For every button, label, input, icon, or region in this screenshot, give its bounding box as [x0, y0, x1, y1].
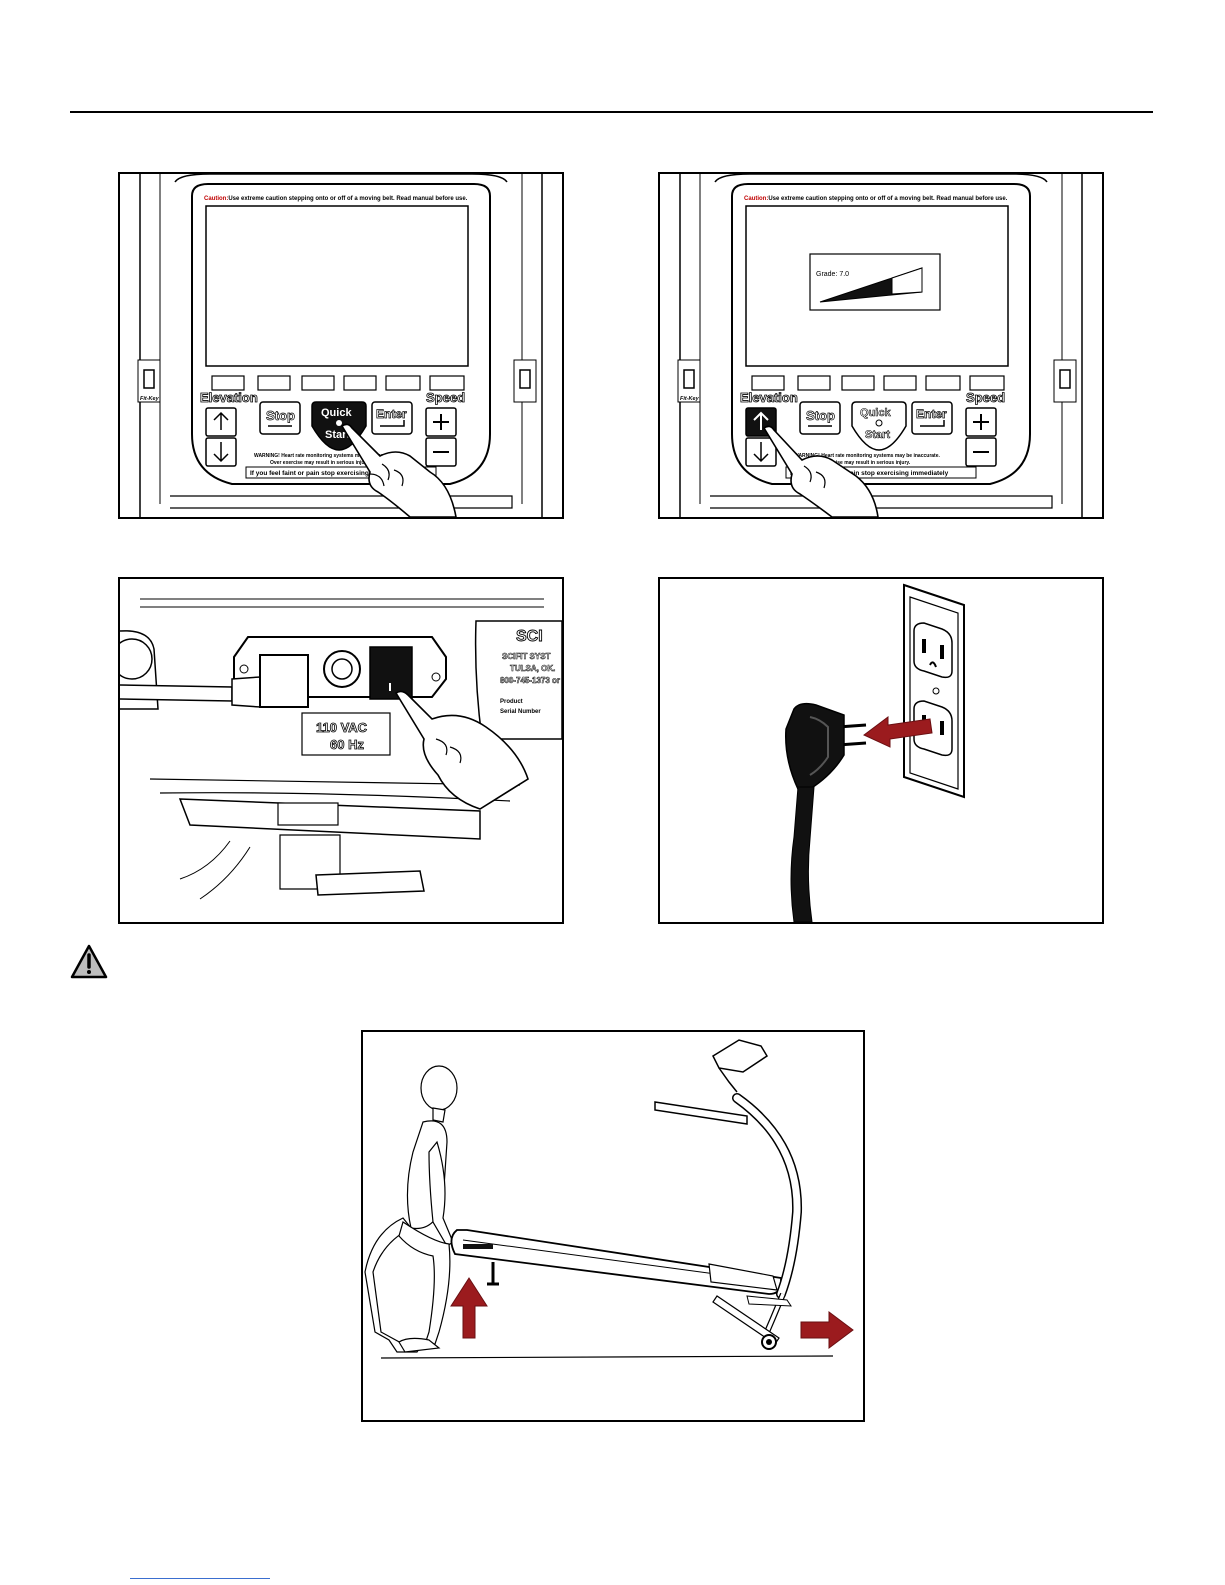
- power-plug: [785, 702, 845, 790]
- pointing-hand: [340, 423, 457, 517]
- quick-label: Quick: [860, 407, 891, 419]
- footer-link-rule: [130, 1578, 270, 1579]
- header-rule: [70, 111, 1153, 113]
- speed-label: Speed: [966, 390, 1005, 405]
- figure-console-quick-start: Caution:Use extreme caution stepping ont…: [118, 172, 564, 519]
- console-footer-text: If you feel faint or pain stop exercisin…: [790, 470, 949, 477]
- frequency-label: 60 Hz: [330, 737, 364, 752]
- figure-unplug-outlet: [658, 577, 1104, 924]
- enter-label: Enter: [916, 407, 947, 421]
- figure-power-switch: 110 VAC 60 Hz SCI SCIFIT SYST TULSA, OK.…: [118, 577, 564, 924]
- phone-label: 800-745-1373 or: [500, 676, 560, 685]
- figure-moving-treadmill: [361, 1030, 865, 1422]
- caution-text: Caution:Use extreme caution stepping ont…: [204, 196, 468, 202]
- fit-key-label: Fit-Key: [680, 396, 700, 402]
- city-label: TULSA, OK.: [510, 664, 555, 673]
- unplug-arrow: [863, 716, 933, 748]
- enter-label: Enter: [376, 407, 407, 421]
- pointing-hand: [394, 690, 529, 810]
- figure-console-elevation: Caution:Use extreme caution stepping ont…: [658, 172, 1104, 519]
- speed-label: Speed: [426, 390, 465, 405]
- outlet-receptacle: [913, 700, 953, 757]
- mannequin-figure: [364, 1065, 458, 1353]
- brand-label: SCI: [516, 628, 543, 645]
- power-cord-plug: [231, 676, 261, 708]
- warning-icon: [70, 944, 108, 979]
- console-footer-text: If you feel faint or pain stop exercisin…: [250, 470, 409, 477]
- warning-line-1: WARNING! Heart rate monitoring systems m…: [254, 453, 400, 459]
- elevation-label: Elevation: [200, 390, 258, 405]
- stop-label: Stop: [266, 408, 295, 423]
- warning-line-2: Over exercise may result in serious inju…: [270, 460, 371, 466]
- fit-key-label: Fit-Key: [140, 396, 160, 402]
- serial-label: Serial Number: [500, 709, 541, 715]
- lift-up-arrow: [450, 1277, 488, 1339]
- warning-line-1: WARNING! Heart rate monitoring systems m…: [794, 453, 940, 459]
- voltage-label: 110 VAC: [316, 720, 368, 735]
- treadmill-console: [712, 1039, 769, 1073]
- start-label: Start: [325, 429, 350, 441]
- grade-label: Grade: 7.0: [816, 271, 849, 278]
- console-screen: [205, 205, 469, 367]
- roll-forward-arrow: [800, 1311, 854, 1349]
- quick-label: Quick: [321, 407, 352, 419]
- warning-line-2: Over exercise may result in serious inju…: [810, 460, 911, 466]
- company-label: SCIFIT SYST: [502, 652, 551, 661]
- product-label: Product: [500, 699, 523, 705]
- stop-label: Stop: [806, 408, 835, 423]
- power-cord: [790, 786, 815, 922]
- elevation-label: Elevation: [740, 390, 798, 405]
- caution-text: Caution:Use extreme caution stepping ont…: [744, 196, 1008, 202]
- pointing-hand: [762, 425, 879, 517]
- power-switch: [369, 646, 413, 700]
- start-label: Start: [865, 429, 890, 441]
